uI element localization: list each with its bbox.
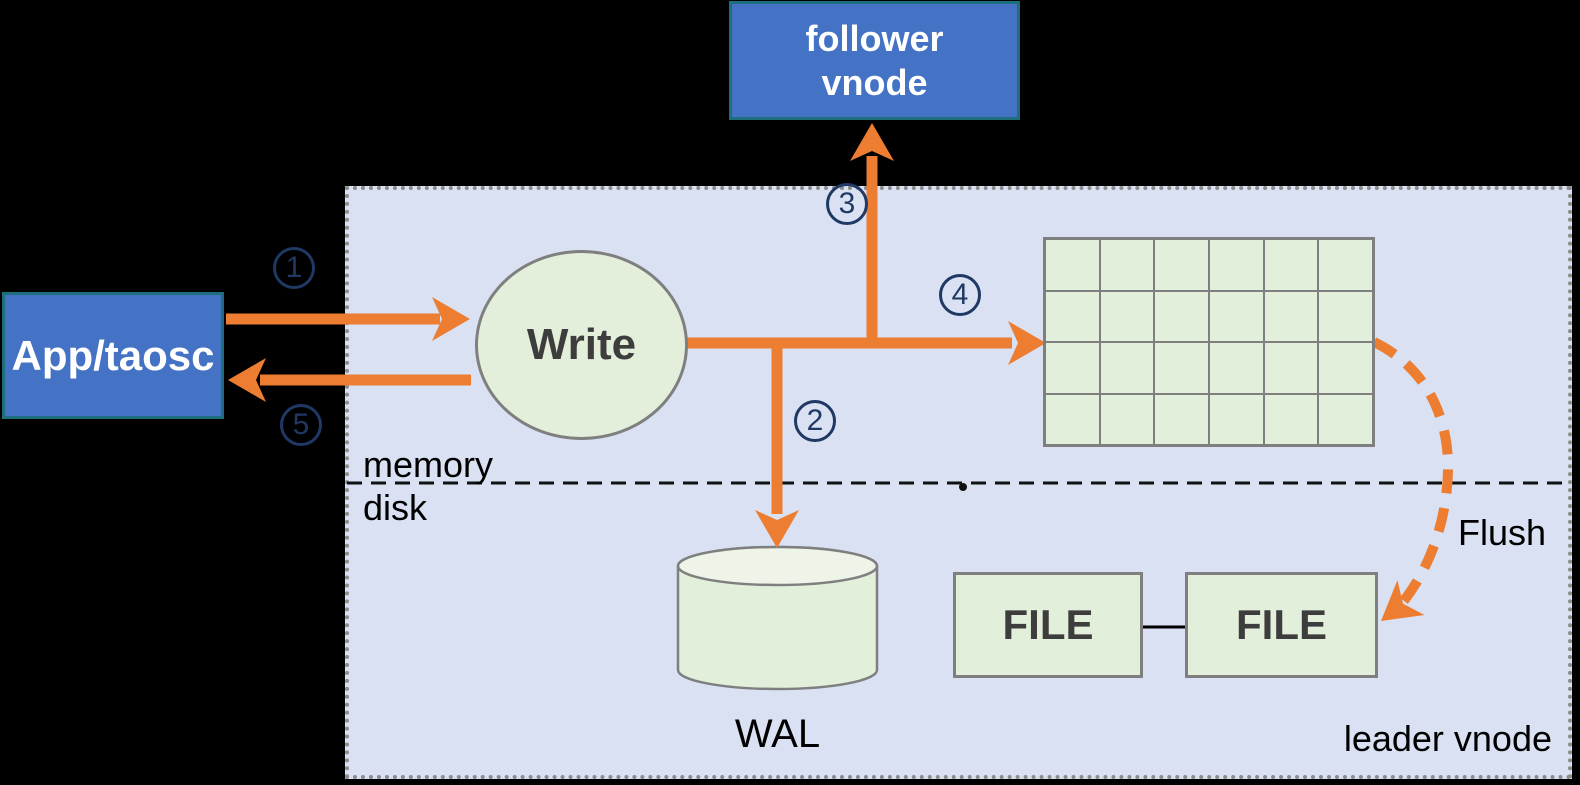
memtable-cell bbox=[1099, 239, 1155, 291]
memory-label: memory bbox=[363, 444, 494, 485]
memtable-cell bbox=[1209, 290, 1264, 342]
memtable-cell bbox=[1263, 342, 1319, 394]
memtable-cell bbox=[1154, 393, 1209, 445]
file-node-right: FILE bbox=[1185, 572, 1378, 678]
memtable-cell bbox=[1318, 342, 1373, 394]
step-marker-3: 3 bbox=[826, 183, 868, 225]
wal-label: WAL bbox=[734, 712, 821, 756]
write-label: Write bbox=[526, 320, 637, 369]
step-marker-1: 1 bbox=[273, 247, 315, 289]
write-node: Write bbox=[475, 250, 688, 440]
memtable-cell bbox=[1045, 393, 1100, 445]
file-right-label: FILE bbox=[1236, 601, 1327, 648]
follower-vnode-label: follower vnode bbox=[805, 17, 944, 103]
step-marker-5: 5 bbox=[280, 404, 322, 446]
memtable-cell bbox=[1318, 239, 1373, 291]
file-node-left: FILE bbox=[953, 572, 1143, 678]
memtable-grid bbox=[1043, 237, 1375, 447]
memtable-cell bbox=[1209, 239, 1264, 291]
memtable-cell bbox=[1263, 393, 1319, 445]
memtable-cell bbox=[1318, 393, 1373, 445]
memtable-cell bbox=[1099, 290, 1155, 342]
memtable-cell bbox=[1045, 290, 1100, 342]
memtable-cell bbox=[1263, 290, 1319, 342]
memtable-cell bbox=[1154, 290, 1209, 342]
step-marker-4: 4 bbox=[939, 274, 981, 316]
arrow-3-head bbox=[850, 123, 894, 161]
flush-label: Flush bbox=[1458, 512, 1547, 553]
disk-label: disk bbox=[363, 487, 428, 528]
arrow-5-head bbox=[228, 358, 266, 402]
app-taosc-label: App/taosc bbox=[11, 331, 215, 379]
step-marker-2: 2 bbox=[794, 400, 836, 442]
memtable-cell bbox=[1154, 239, 1209, 291]
memtable-cell bbox=[1099, 393, 1155, 445]
app-taosc-node: App/taosc bbox=[2, 292, 224, 419]
memtable-cell bbox=[1209, 342, 1264, 394]
memtable-cell bbox=[1099, 342, 1155, 394]
memtable-cell bbox=[1209, 393, 1264, 445]
memtable-cell bbox=[1318, 290, 1373, 342]
follower-vnode-node: follower vnode bbox=[729, 1, 1020, 120]
memtable-cell bbox=[1045, 342, 1100, 394]
leader-vnode-label: leader vnode bbox=[1343, 718, 1552, 759]
file-left-label: FILE bbox=[1002, 601, 1094, 648]
memtable-cell bbox=[1154, 342, 1209, 394]
memtable-cell bbox=[1263, 239, 1319, 291]
memtable-cell bbox=[1045, 239, 1100, 291]
